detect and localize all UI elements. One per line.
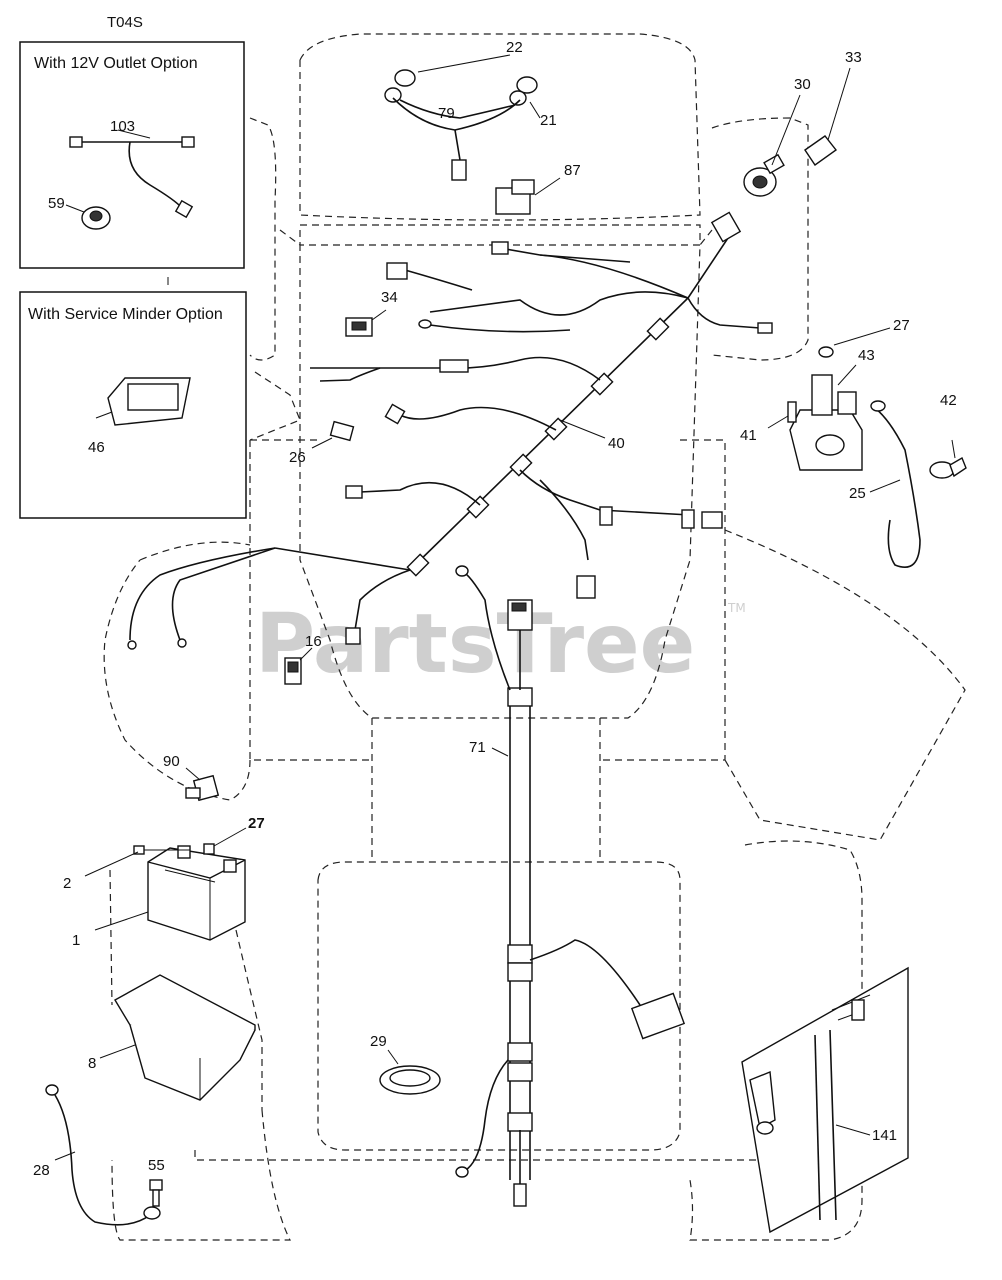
battery-1 — [94, 845, 246, 941]
terminal-boot-42 — [929, 439, 967, 479]
battery-cable-25 — [869, 400, 921, 568]
nut-27-battery — [203, 827, 247, 855]
battery-tray-8 — [99, 974, 256, 1101]
callout-42: 42 — [940, 392, 957, 409]
callout-71: 71 — [469, 739, 486, 756]
callout-40: 40 — [608, 435, 625, 452]
callout-22: 22 — [506, 39, 523, 56]
lift-bracket-141 — [741, 966, 909, 1234]
screw-55 — [149, 1179, 163, 1207]
headlight-harness — [384, 54, 538, 181]
callout-28: 28 — [33, 1162, 50, 1179]
ignition-switch-30 — [743, 94, 801, 197]
starter-solenoid-43 — [789, 364, 863, 471]
relay-87 — [495, 177, 561, 215]
bolt-41 — [767, 401, 797, 429]
watermark: PartsTree — [255, 597, 695, 692]
callout-41: 41 — [740, 427, 757, 444]
callout-1: 1 — [72, 932, 80, 949]
inset-12v-title: With 12V Outlet Option — [34, 55, 198, 72]
callout-30: 30 — [794, 76, 811, 93]
switch-34 — [345, 309, 387, 337]
12v-outlet-59 — [65, 204, 111, 230]
diagram-code: T04S — [107, 14, 143, 31]
fuse-26 — [311, 420, 355, 449]
washer-27-top — [818, 327, 891, 358]
callout-26: 26 — [289, 449, 306, 466]
ignition-key-33 — [804, 67, 851, 166]
callout-8: 8 — [88, 1055, 96, 1072]
callout-55: 55 — [148, 1157, 165, 1174]
callout-2: 2 — [63, 875, 71, 892]
callout-21: 21 — [540, 112, 557, 129]
left-harness-branch — [127, 547, 276, 650]
outlet-harness-103 — [69, 129, 195, 219]
service-minder-46 — [95, 377, 191, 426]
bolt-2 — [84, 845, 190, 877]
callout-79: 79 — [438, 105, 455, 122]
callout-43: 43 — [858, 347, 875, 364]
callout-33: 33 — [845, 49, 862, 66]
callout-34: 34 — [381, 289, 398, 306]
callout-27-top: 27 — [893, 317, 910, 334]
callout-59: 59 — [48, 195, 65, 212]
callout-25: 25 — [849, 485, 866, 502]
callout-27-battery: 27 — [248, 815, 265, 832]
inset-12v-outlet-option — [19, 41, 245, 269]
inset-service-title: With Service Minder Option — [28, 306, 223, 323]
callout-29: 29 — [370, 1033, 387, 1050]
part-90 — [185, 767, 220, 802]
main-harness-40 — [274, 211, 773, 645]
switch-16 — [284, 647, 313, 685]
callout-103: 103 — [110, 118, 135, 135]
tractor-outline — [103, 33, 966, 1241]
ground-cable-28 — [45, 1084, 161, 1226]
watermark-trademark: TM — [727, 601, 746, 615]
callout-141: 141 — [872, 1127, 897, 1144]
callout-90: 90 — [163, 753, 180, 770]
grommet-29 — [379, 1049, 441, 1095]
callout-87: 87 — [564, 162, 581, 179]
callout-16: 16 — [305, 633, 322, 650]
callout-46: 46 — [88, 439, 105, 456]
harness-71 — [455, 565, 686, 1207]
